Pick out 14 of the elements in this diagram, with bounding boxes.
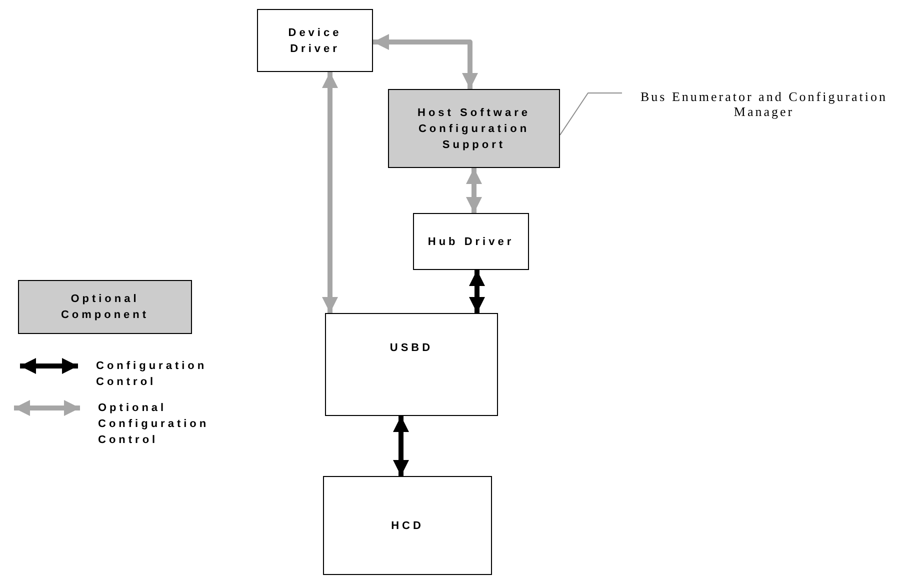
component-box <box>413 213 529 270</box>
component-box <box>325 313 498 416</box>
legend-text: Optional Component <box>60 292 150 323</box>
optional-component-box <box>388 89 560 168</box>
callout-text: Bus Enumerator and Configuration Manager <box>639 89 889 119</box>
box-label: Hub Driver <box>428 234 514 250</box>
legend-text: Optional Configuration Control <box>98 401 210 448</box>
component-box <box>323 476 492 575</box>
component-box <box>257 9 373 72</box>
box-label: USBD <box>390 341 434 356</box>
box-label: HCD <box>391 518 424 534</box>
box-label: Device Driver <box>287 26 343 56</box>
box-label: Host Software Configuration Support <box>416 106 532 152</box>
legend-text: Configuration Control <box>96 359 208 390</box>
